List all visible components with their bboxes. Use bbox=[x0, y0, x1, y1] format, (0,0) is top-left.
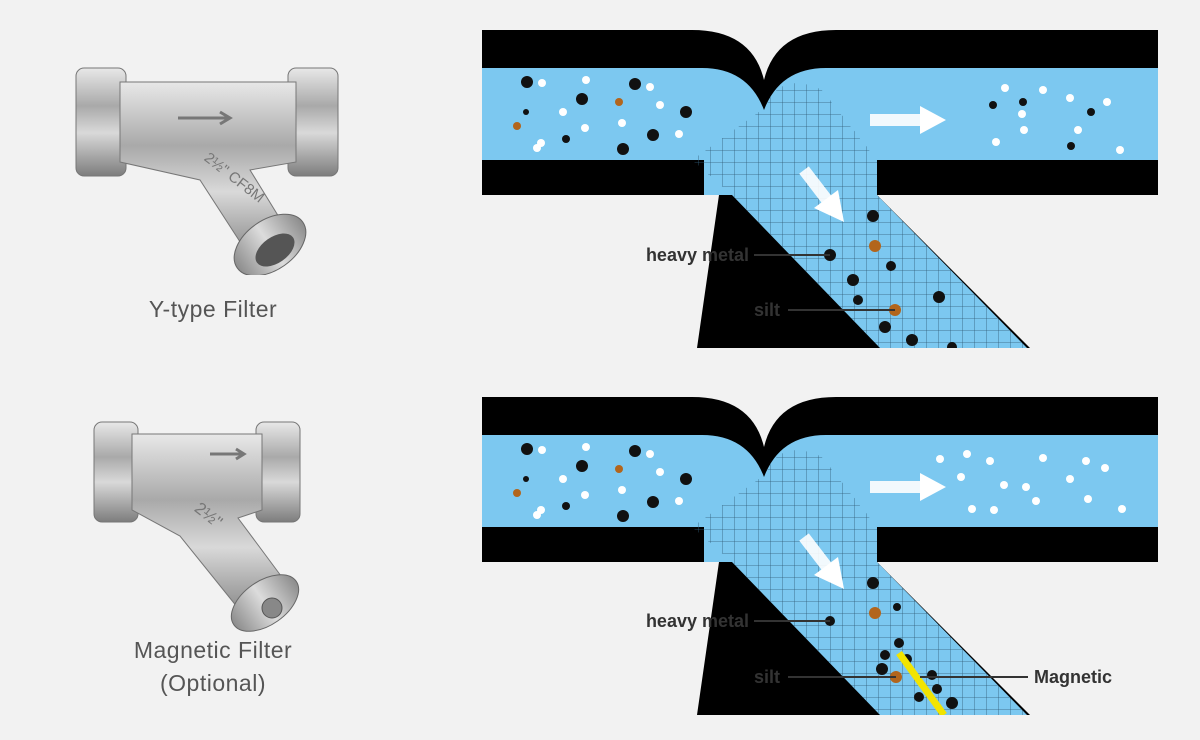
silt-label-text: silt bbox=[753, 300, 780, 320]
magnetic-filter-product: 2½" bbox=[60, 418, 370, 633]
magnetic-label-text: Magnetic bbox=[1034, 667, 1113, 687]
magnet-rod bbox=[896, 650, 947, 718]
y-type-filter-image: 2½" CF8M bbox=[75, 67, 339, 275]
magnetic-filter-image: 2½" bbox=[93, 421, 301, 632]
magnetic-filter-title: Magnetic Filter bbox=[133, 637, 293, 663]
particles-upstream bbox=[513, 76, 692, 155]
silt-label: silt bbox=[754, 666, 780, 688]
heavy-metal-label-text: heavy metal bbox=[645, 611, 749, 631]
particles-upstream bbox=[513, 443, 692, 522]
heavy-metal-label-text: heavy metal bbox=[645, 245, 749, 265]
magnetic-filter-flow-diagram bbox=[482, 397, 1158, 718]
y-filter-flow-diagram bbox=[482, 30, 1158, 352]
magnetic-filter-optional: (Optional) bbox=[160, 670, 266, 696]
particles-downstream bbox=[936, 450, 1126, 514]
y-type-filter-caption: Y-type Filter bbox=[58, 293, 368, 326]
flow-arrow-down-icon bbox=[799, 533, 844, 589]
heavy-metal-label: heavy metal bbox=[646, 610, 749, 632]
silt-label-text: silt bbox=[753, 667, 780, 687]
silt-label: silt bbox=[754, 299, 780, 321]
flow-arrow-icon bbox=[870, 473, 946, 501]
y-filter-flow-svg bbox=[482, 30, 1158, 352]
flow-arrow-icon bbox=[870, 106, 946, 134]
magnetic-filter-flow-svg bbox=[482, 397, 1158, 718]
y-type-filter-title: Y-type Filter bbox=[148, 296, 278, 322]
magnetic-label: Magnetic bbox=[1034, 666, 1112, 688]
particles-downstream bbox=[989, 84, 1124, 154]
heavy-metal-label: heavy metal bbox=[646, 244, 749, 266]
y-type-filter-product: 2½" CF8M bbox=[60, 60, 370, 275]
flow-arrow-down-icon bbox=[799, 166, 844, 222]
magnetic-filter-caption: Magnetic Filter (Optional) bbox=[58, 634, 368, 700]
